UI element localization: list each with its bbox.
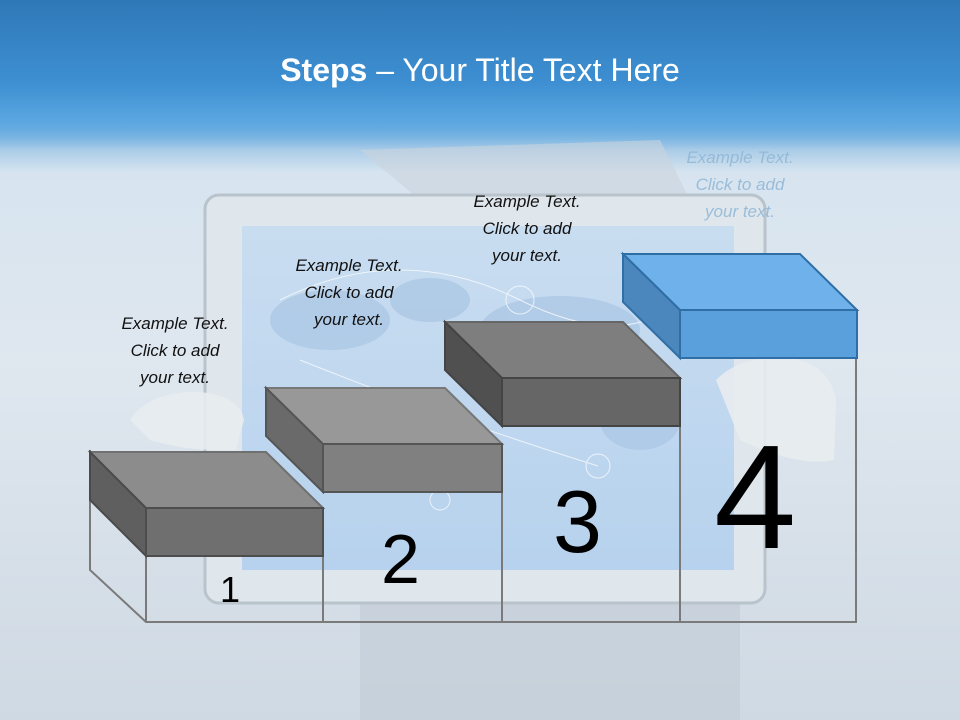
caption-line: Click to add xyxy=(695,175,785,194)
caption-line: your text. xyxy=(314,310,384,329)
header-band xyxy=(0,0,960,150)
caption-line: Example Text. xyxy=(295,256,403,275)
caption-line: your text. xyxy=(492,246,562,265)
step-2-block[interactable] xyxy=(263,385,505,495)
step-2-number: 2 xyxy=(381,520,420,598)
slide-title[interactable]: Steps – Your Title Text Here xyxy=(0,52,960,89)
step-3-number: 3 xyxy=(553,472,602,571)
step-4-caption[interactable]: Example Text. Click to add your text. xyxy=(655,144,825,225)
step-1-block[interactable] xyxy=(87,449,326,559)
caption-line: Example Text. xyxy=(686,148,794,167)
title-rest: – Your Title Text Here xyxy=(367,52,680,88)
step-1-number: 1 xyxy=(220,569,241,610)
caption-line: Example Text. xyxy=(121,314,229,333)
title-bold: Steps xyxy=(280,52,368,88)
step-3-caption[interactable]: Example Text. Click to add your text. xyxy=(442,188,612,269)
step-1-caption[interactable]: Example Text. Click to add your text. xyxy=(90,310,260,391)
caption-line: Example Text. xyxy=(473,192,581,211)
step-4-block[interactable] xyxy=(620,251,860,361)
step-3-block[interactable] xyxy=(442,319,683,429)
caption-line: your text. xyxy=(140,368,210,387)
step-4-number: 4 xyxy=(714,415,797,580)
caption-line: Click to add xyxy=(130,341,220,360)
caption-line: Click to add xyxy=(304,283,394,302)
caption-line: Click to add xyxy=(482,219,572,238)
step-2-caption[interactable]: Example Text. Click to add your text. xyxy=(264,252,434,333)
caption-line: your text. xyxy=(705,202,775,221)
